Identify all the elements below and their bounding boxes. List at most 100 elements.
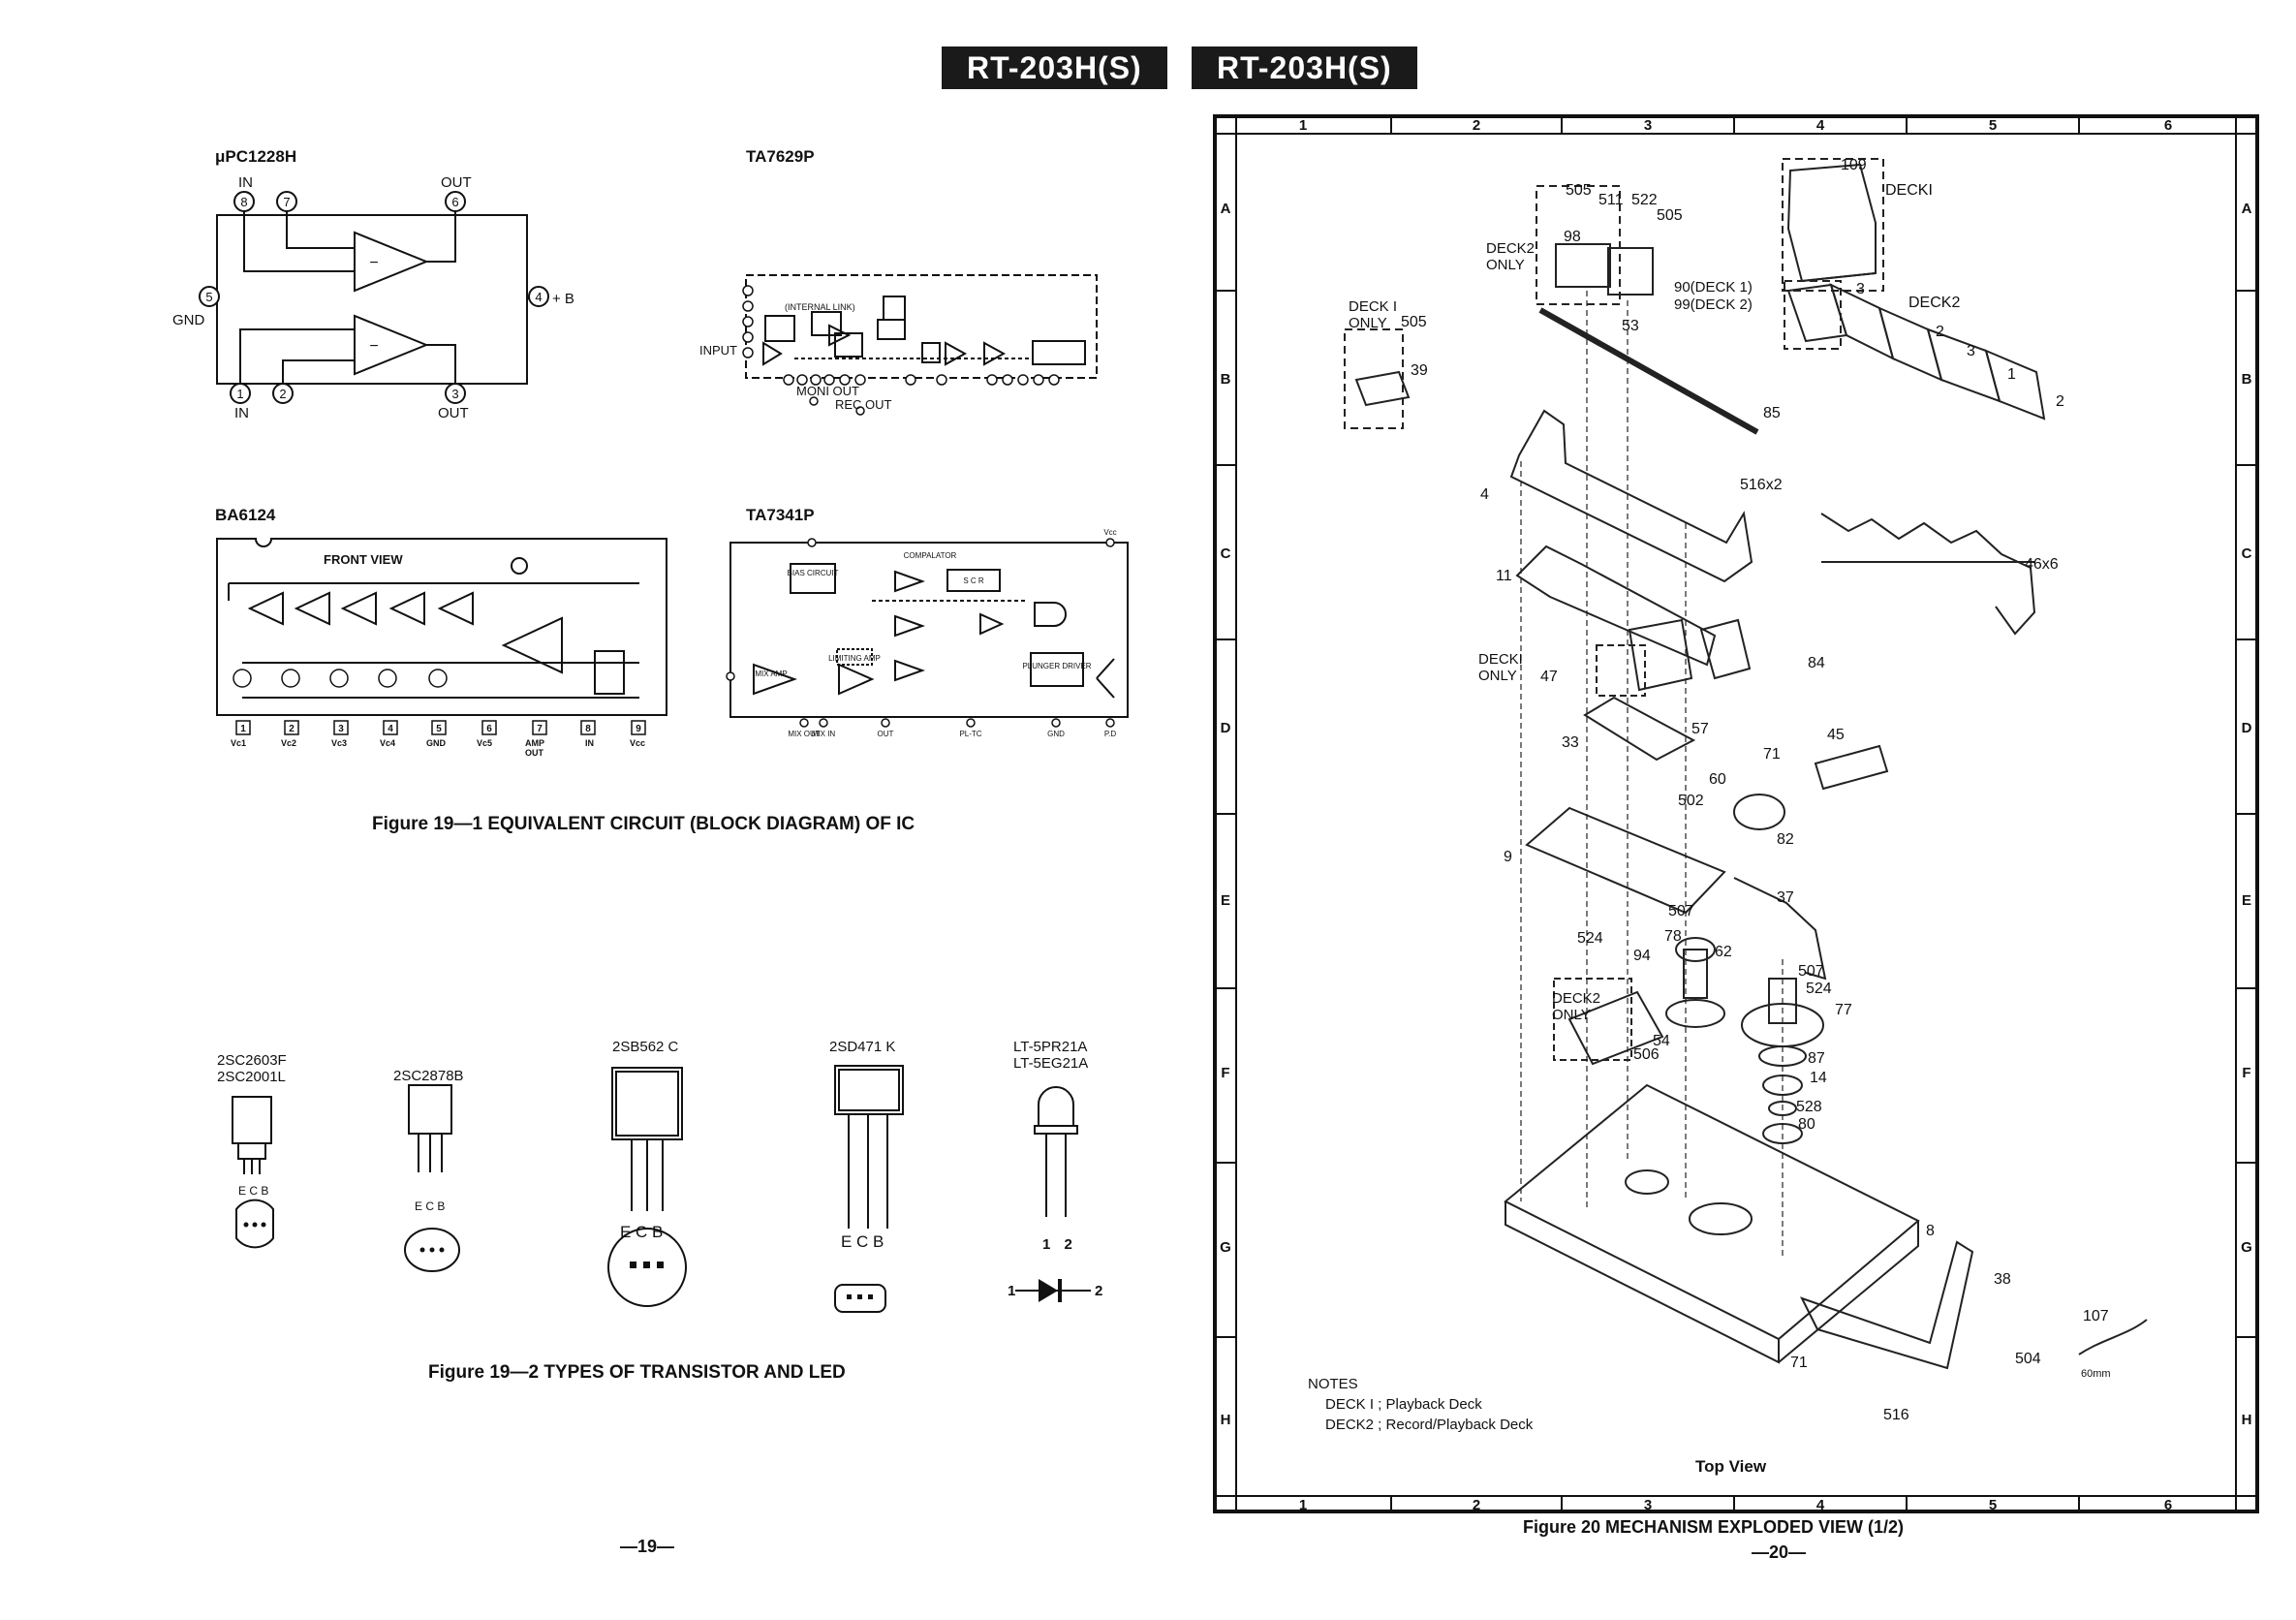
part-label: 71	[1790, 1355, 1808, 1371]
ic4-bias: BIAS CIRCUIT	[788, 569, 839, 577]
led-symbol-pin1: 1	[1008, 1283, 1016, 1299]
transistor-4-pins: E C B	[841, 1232, 884, 1251]
part-label: 504	[2015, 1351, 2041, 1367]
svg-text:A: A	[2242, 201, 2252, 217]
part-label: 85	[1763, 405, 1781, 421]
ic1-out-top: OUT	[441, 174, 472, 191]
svg-text:H: H	[2242, 1412, 2252, 1428]
part-label: 47	[1540, 669, 1558, 685]
model-header-right: RT-203H(S)	[1192, 47, 1417, 89]
part-label: 505	[1401, 314, 1427, 330]
part-label: 507	[1668, 903, 1694, 919]
svg-text:E: E	[1221, 892, 1230, 909]
ic2-internal: (INTERNAL LINK)	[785, 302, 855, 312]
part-label: 505	[1566, 182, 1592, 199]
ic1-name: μPC1228H	[215, 147, 297, 166]
svg-text:6: 6	[2164, 117, 2172, 134]
ic4-mix-amp: MIX AMP	[755, 670, 787, 678]
svg-text:9: 9	[636, 724, 641, 734]
part-label: 8	[1926, 1223, 1935, 1239]
ic2-input: INPUT	[699, 343, 737, 358]
part-label: 3	[1856, 281, 1865, 297]
svg-text:E: E	[2242, 892, 2251, 909]
svg-text:PL-TC: PL-TC	[959, 730, 981, 738]
part-label: 87	[1808, 1050, 1825, 1067]
part-label: DECK2 ONLY	[1486, 240, 1536, 273]
svg-text:D: D	[2242, 720, 2252, 736]
svg-text:3: 3	[338, 724, 344, 734]
transistor-2-pins: E C B	[415, 1199, 446, 1213]
part-label: 4	[1480, 486, 1489, 503]
part-label: 84	[1808, 655, 1825, 671]
svg-text:1: 1	[240, 724, 246, 734]
page-number-left: —19—	[620, 1537, 675, 1556]
svg-text:F: F	[1221, 1065, 1229, 1081]
ic4-scr: S C R	[963, 576, 984, 585]
part-label: DECK I ONLY	[1349, 298, 1398, 331]
part-label: 14	[1810, 1070, 1827, 1086]
part-label: 77	[1835, 1002, 1852, 1018]
ic2-name: TA7629P	[746, 147, 815, 166]
led-pins: 1 2	[1042, 1236, 1072, 1253]
part-label: 62	[1715, 944, 1732, 960]
svg-text:−: −	[369, 255, 378, 271]
led-name: LT-5PR21A LT-5EG21A	[1013, 1039, 1089, 1072]
svg-text:3: 3	[1644, 1497, 1652, 1513]
part-label: 82	[1777, 831, 1794, 848]
svg-text:H: H	[1221, 1412, 1231, 1428]
part-label: DECKI	[1885, 182, 1933, 199]
transistor-2-name: 2SC2878B	[393, 1068, 464, 1084]
ic1-pin8: 8	[240, 195, 247, 209]
ic1-pin6: 6	[451, 195, 458, 209]
ic1-pin3: 3	[451, 387, 458, 401]
svg-text:C: C	[1221, 545, 1231, 562]
ic1-in-bottom: IN	[234, 405, 249, 421]
svg-text:B: B	[1221, 371, 1231, 388]
part-label: 505	[1657, 207, 1683, 224]
part-label: 528	[1796, 1099, 1822, 1115]
ic1-pin2: 2	[279, 387, 286, 401]
part-label: 54	[1653, 1033, 1670, 1049]
part-label: DECK2	[1908, 295, 1961, 311]
part-label: 109	[1841, 157, 1867, 173]
top-view-label: Top View	[1695, 1457, 1767, 1476]
part-label: DECKI ONLY	[1478, 651, 1523, 684]
svg-text:4: 4	[1816, 1497, 1825, 1513]
ic1-out-bottom: OUT	[438, 405, 469, 421]
part-label: 1	[2007, 366, 2016, 383]
svg-text:2: 2	[1473, 1497, 1480, 1513]
svg-text:B: B	[2242, 371, 2252, 388]
part-label: 46x6	[2025, 556, 2059, 573]
part-label: 39	[1411, 362, 1428, 379]
part-label: 107	[2083, 1308, 2109, 1324]
part-label: 11	[1496, 568, 1512, 584]
ic1-gnd: GND	[172, 312, 205, 328]
ic1-pin7: 7	[283, 195, 290, 209]
part-label: 98	[1564, 229, 1581, 245]
part-label: 80	[1798, 1116, 1815, 1133]
svg-text:F: F	[2242, 1065, 2250, 1081]
svg-text:C: C	[2242, 545, 2252, 562]
part-label: 522	[1631, 192, 1658, 208]
svg-text:6: 6	[2164, 1497, 2172, 1513]
ic2-rec-out: REC OUT	[835, 397, 892, 412]
part-label: 502	[1678, 793, 1704, 809]
figure-19-1-caption: Figure 19—1 EQUIVALENT CIRCUIT (BLOCK DI…	[372, 814, 915, 834]
ic1-vplus: + B	[552, 291, 574, 307]
part-label: 94	[1633, 948, 1651, 964]
ic3-front-view: FRONT VIEW	[324, 552, 403, 567]
part-label: 38	[1994, 1271, 2011, 1288]
part-label: 57	[1691, 721, 1709, 737]
ic4-vcc: Vcc	[1103, 528, 1116, 537]
svg-text:7: 7	[537, 724, 543, 734]
part-label: 53	[1622, 318, 1639, 334]
transistor-3-name: 2SB562 C	[612, 1039, 679, 1055]
svg-text:2: 2	[289, 724, 295, 734]
transistor-1-name: 2SC2603F 2SC2001L	[217, 1052, 287, 1085]
part-label: 2	[2056, 393, 2064, 410]
transistor-3-pins: E C B	[620, 1223, 664, 1241]
svg-text:OUT: OUT	[878, 730, 894, 738]
part-label: 60	[1709, 771, 1726, 788]
